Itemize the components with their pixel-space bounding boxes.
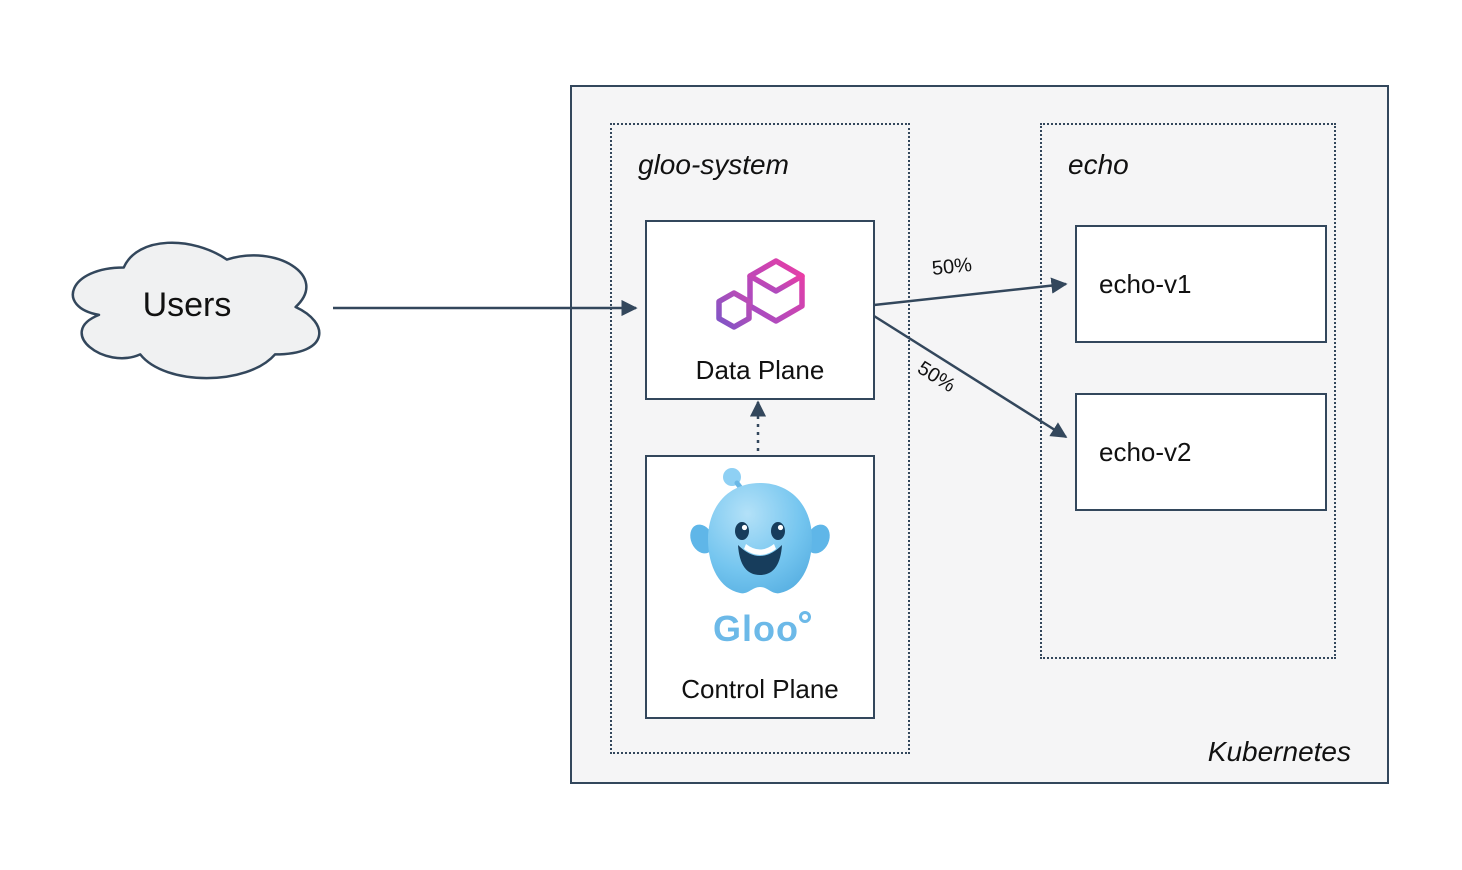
gloo-system-label: gloo-system [638, 149, 789, 180]
echo-label: echo [1068, 149, 1129, 180]
namespace-echo: echo [1040, 123, 1336, 659]
users-label: Users [142, 286, 232, 324]
kubernetes-label: Kubernetes [1207, 736, 1351, 767]
gloo-mascot-icon: Gloo [684, 457, 836, 674]
namespace-gloo-system: gloo-system [610, 123, 910, 754]
data-plane-label: Data Plane [695, 355, 825, 385]
echo-v1-label: echo-v1 [1099, 268, 1192, 299]
control-plane-node: Gloo Control Plane [645, 455, 875, 719]
traffic-split-label-v1: 50% [930, 253, 974, 281]
gloo-wordmark: Gloo [713, 608, 799, 649]
echo-v1-node: echo-v1 [1075, 225, 1327, 343]
gloo-gateway-icon [704, 222, 816, 355]
users-cloud-shape [71, 241, 321, 380]
echo-v2-node: echo-v2 [1075, 393, 1327, 511]
control-plane-label: Control Plane [681, 674, 839, 704]
data-plane-node: Data Plane [645, 220, 875, 400]
echo-v2-label: echo-v2 [1099, 436, 1192, 467]
